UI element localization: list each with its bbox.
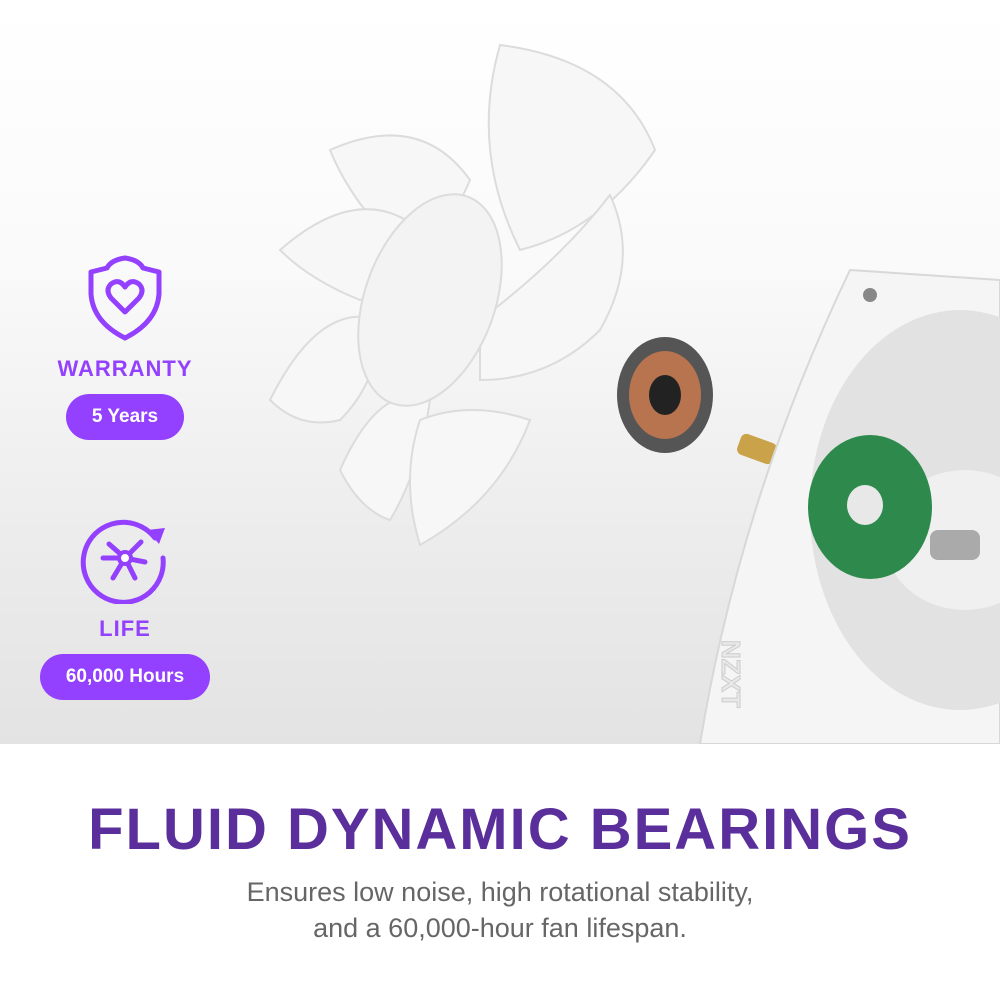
life-value-badge: 60,000 Hours: [39, 654, 211, 700]
description: Ensures low noise, high rotational stabi…: [0, 874, 1000, 946]
warranty-stat: WARRANTY 5 Years: [50, 252, 200, 440]
fan-exploded-view-illustration: NZXT: [268, 43, 1000, 744]
motor-stator: [617, 337, 713, 453]
description-line-1: Ensures low noise, high rotational stabi…: [246, 877, 754, 907]
warranty-value-badge: 5 Years: [65, 394, 185, 440]
warranty-label: WARRANTY: [57, 356, 193, 381]
headline: FLUID DYNAMIC BEARINGS: [88, 797, 912, 862]
life-stat: LIFE 60,000 Hours: [25, 512, 225, 700]
description-line-2: and a 60,000-hour fan lifespan.: [313, 913, 687, 943]
shield-heart-icon: [88, 255, 162, 341]
life-label: LIFE: [99, 616, 151, 641]
fan-cycle-icon: [80, 519, 166, 604]
product-hero: NZXT WARRANTY 5 Years LIFE 60,000 Hours: [0, 0, 1000, 744]
fan-frame: NZXT: [698, 268, 1000, 744]
bearing-sleeve: [737, 433, 777, 465]
nzxt-logo: NZXT: [716, 640, 746, 708]
fan-blade-rotor: [268, 43, 657, 547]
